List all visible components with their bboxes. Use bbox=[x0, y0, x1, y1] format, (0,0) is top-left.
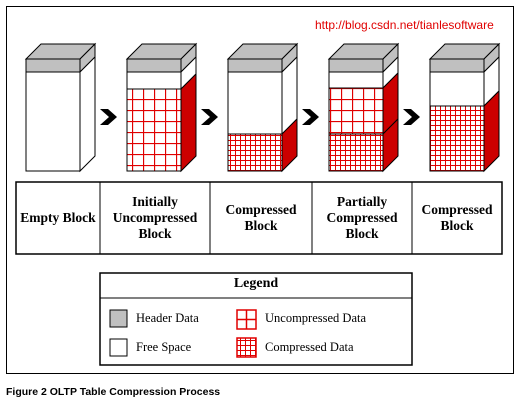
stage-label-table bbox=[15, 181, 503, 255]
legend-title: Legend bbox=[233, 276, 279, 291]
chevron-right-icon bbox=[302, 109, 319, 125]
legend-label-free-space: Free Space bbox=[136, 340, 192, 354]
stage-label-partially-compressed: Partially Compressed Block bbox=[326, 194, 398, 241]
stage-label-compressed: Compressed Block bbox=[225, 202, 297, 233]
watermark-url: http://blog.csdn.net/tianlesoftware bbox=[315, 18, 494, 32]
chevron-right-icon bbox=[100, 109, 117, 125]
stage-label-initially-uncompressed: Initially Uncompressed Block bbox=[112, 194, 198, 241]
legend-label-uncompressed-data: Uncompressed Data bbox=[265, 311, 367, 325]
figure-caption: Figure 2 OLTP Table Compression Process bbox=[6, 386, 221, 398]
block-initially-uncompressed bbox=[125, 42, 198, 173]
stage-label-empty: Empty Block bbox=[20, 210, 96, 225]
header-data-swatch bbox=[109, 309, 128, 328]
block-compressed bbox=[226, 42, 299, 173]
block-partially-compressed bbox=[327, 42, 400, 173]
legend-box bbox=[99, 272, 413, 366]
free-space-swatch bbox=[109, 338, 128, 357]
block-compressed-full bbox=[428, 42, 501, 173]
compressed-data-swatch bbox=[236, 337, 257, 358]
figure-frame bbox=[6, 6, 514, 374]
stage-label-compressed-full: Compressed Block bbox=[421, 202, 493, 233]
block-empty bbox=[24, 42, 97, 173]
chevron-right-icon bbox=[403, 109, 420, 125]
legend-label-compressed-data: Compressed Data bbox=[265, 340, 354, 354]
chevron-right-icon bbox=[201, 109, 218, 125]
legend-label-header-data: Header Data bbox=[136, 311, 199, 325]
